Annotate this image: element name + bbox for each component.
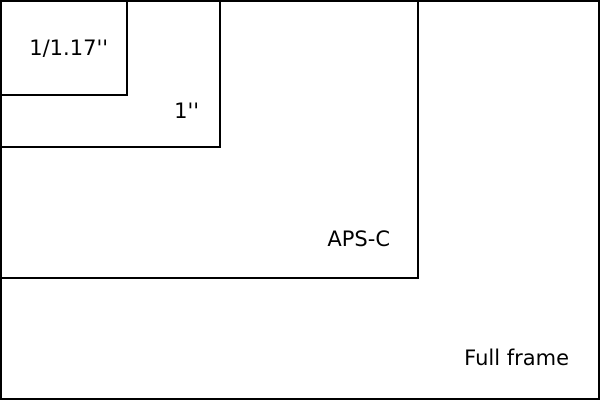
sensor-label-one-inch: 1'' — [174, 99, 199, 123]
sensor-one-over-1-17: 1/1.17'' — [0, 0, 128, 96]
sensor-label-aps-c: APS-C — [327, 227, 390, 251]
sensor-label-full-frame: Full frame — [464, 346, 569, 370]
sensor-label-one-over-1-17: 1/1.17'' — [29, 36, 108, 60]
